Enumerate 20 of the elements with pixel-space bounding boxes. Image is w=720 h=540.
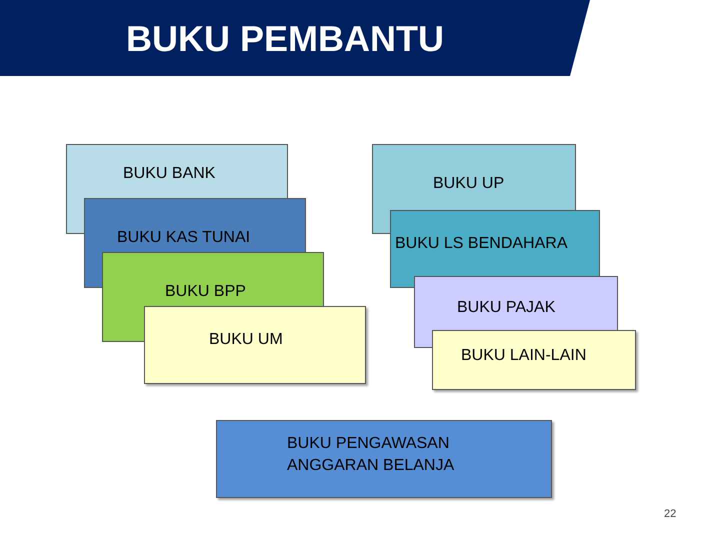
slide-title: BUKU PEMBANTU: [126, 18, 444, 60]
book-card: [390, 210, 600, 276]
card-title: BUKU LS BENDAHARA: [395, 234, 568, 254]
page-number: 22: [664, 508, 676, 520]
book-card: [144, 306, 366, 384]
book-card: [216, 420, 552, 498]
card-title: BUKU LAIN-LAIN: [461, 346, 586, 366]
card-title: BUKU BPP: [165, 282, 246, 302]
book-card: [84, 198, 306, 252]
card-title: BUKU BANK: [123, 164, 216, 184]
card-title: BUKU KAS TUNAI: [117, 228, 250, 248]
book-card: [372, 144, 576, 210]
card-title: BUKU UP: [433, 174, 504, 194]
card-title: BUKU PENGAWASAN ANGGARAN BELANJA: [287, 434, 456, 476]
book-card: [432, 330, 636, 390]
card-title: BUKU UM: [209, 330, 283, 350]
book-card: [102, 252, 324, 306]
book-card: [414, 276, 618, 330]
book-card: [66, 144, 288, 198]
card-title: BUKU PAJAK: [457, 298, 556, 318]
